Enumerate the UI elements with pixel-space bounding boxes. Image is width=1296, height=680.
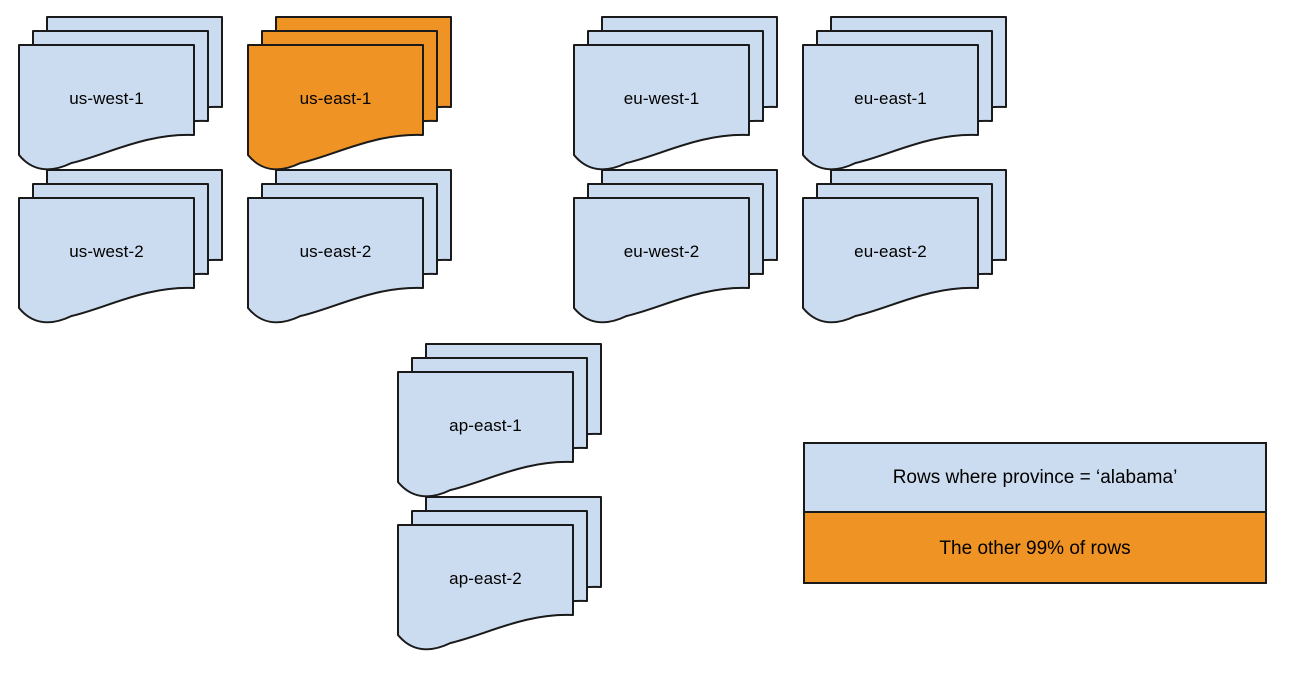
region-stack-us-west-1[interactable]: us-west-1 bbox=[18, 16, 223, 171]
legend-row-blue: Rows where province = ‘alabama’ bbox=[805, 444, 1265, 513]
legend: Rows where province = ‘alabama’ The other… bbox=[803, 442, 1267, 584]
region-stack-eu-east-1[interactable]: eu-east-1 bbox=[802, 16, 1007, 171]
region-stack-eu-west-1[interactable]: eu-west-1 bbox=[573, 16, 778, 171]
document-sheet bbox=[573, 197, 750, 324]
document-sheet bbox=[802, 197, 979, 324]
document-sheet bbox=[18, 197, 195, 324]
document-sheet-shape bbox=[18, 44, 195, 171]
region-stack-ap-east-2[interactable]: ap-east-2 bbox=[397, 496, 602, 651]
document-sheet-shape bbox=[397, 371, 574, 498]
legend-row-label: The other 99% of rows bbox=[939, 537, 1131, 559]
document-stack-icon bbox=[18, 169, 223, 324]
document-sheet-shape bbox=[802, 197, 979, 324]
document-stack-icon bbox=[397, 343, 602, 498]
region-stack-eu-west-2[interactable]: eu-west-2 bbox=[573, 169, 778, 324]
document-stack-icon bbox=[247, 169, 452, 324]
document-sheet bbox=[397, 371, 574, 498]
document-sheet-shape bbox=[397, 524, 574, 651]
document-stack-icon bbox=[573, 16, 778, 171]
document-sheet-shape bbox=[802, 44, 979, 171]
document-sheet-shape bbox=[573, 44, 750, 171]
legend-row-label: Rows where province = ‘alabama’ bbox=[892, 466, 1178, 488]
document-sheet-shape bbox=[247, 197, 424, 324]
document-stack-icon bbox=[802, 16, 1007, 171]
document-sheet-shape bbox=[247, 44, 424, 171]
document-sheet bbox=[18, 44, 195, 171]
region-stack-us-east-2[interactable]: us-east-2 bbox=[247, 169, 452, 324]
region-stack-eu-east-2[interactable]: eu-east-2 bbox=[802, 169, 1007, 324]
document-sheet bbox=[397, 524, 574, 651]
document-sheet bbox=[247, 197, 424, 324]
region-stack-us-west-2[interactable]: us-west-2 bbox=[18, 169, 223, 324]
legend-row-orange: The other 99% of rows bbox=[805, 513, 1265, 582]
document-sheet-shape bbox=[18, 197, 195, 324]
document-sheet bbox=[573, 44, 750, 171]
document-stack-icon bbox=[802, 169, 1007, 324]
document-sheet bbox=[802, 44, 979, 171]
document-stack-icon bbox=[18, 16, 223, 171]
region-stack-ap-east-1[interactable]: ap-east-1 bbox=[397, 343, 602, 498]
document-stack-icon bbox=[573, 169, 778, 324]
document-stack-icon bbox=[247, 16, 452, 171]
document-sheet-shape bbox=[573, 197, 750, 324]
region-stack-us-east-1[interactable]: us-east-1 bbox=[247, 16, 452, 171]
document-stack-icon bbox=[397, 496, 602, 651]
document-sheet bbox=[247, 44, 424, 171]
